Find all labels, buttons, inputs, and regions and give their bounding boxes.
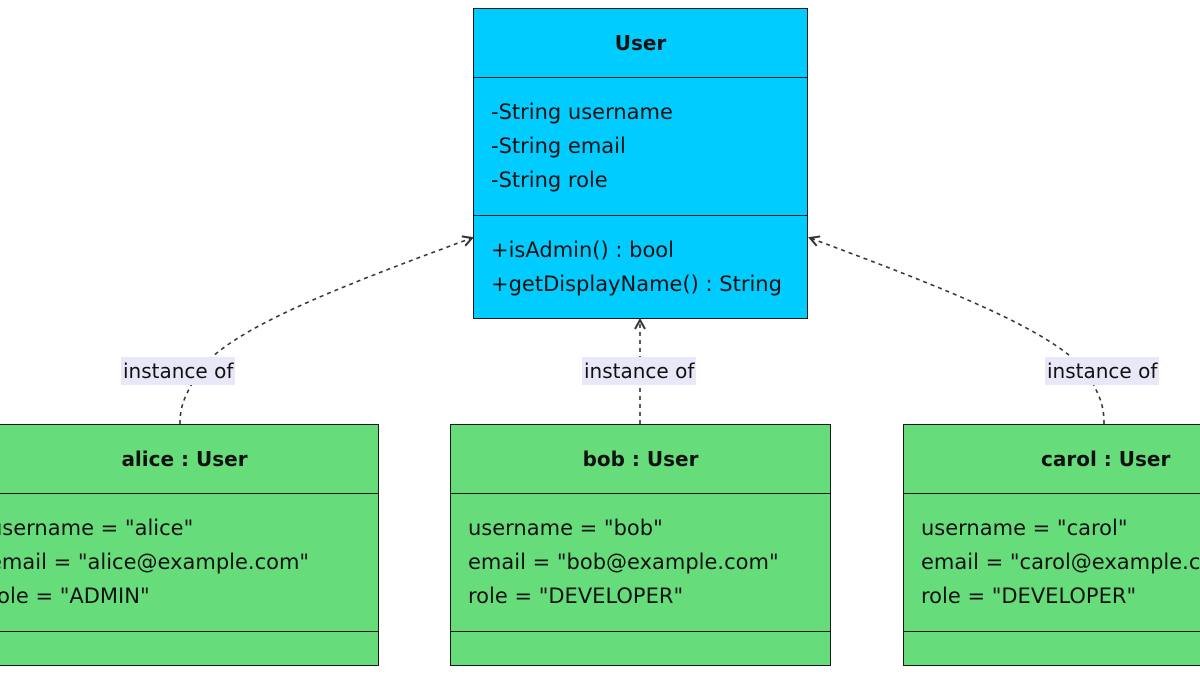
- object-fields-section: username = "carol" email = "carol@exampl…: [904, 494, 1200, 632]
- relation-label-bob: instance of: [582, 357, 697, 385]
- object-fields-section: username = "bob" email = "bob@example.co…: [451, 494, 830, 632]
- object-field: role = "DEVELOPER": [921, 584, 1137, 608]
- object-field: role = "ADMIN": [0, 584, 150, 608]
- class-box-user[interactable]: User -String username -String email -Str…: [473, 8, 808, 319]
- object-methods-section: [451, 632, 830, 665]
- object-box-alice[interactable]: alice : User username = "alice" email = …: [0, 424, 379, 666]
- object-title: alice : User: [0, 425, 378, 494]
- class-method: +getDisplayName() : String: [491, 272, 782, 296]
- class-attribute: -String email: [491, 134, 626, 158]
- class-attributes-section: -String username -String email -String r…: [474, 78, 807, 216]
- object-field: email = "carol@example.com": [921, 550, 1200, 574]
- object-field: username = "bob": [468, 516, 663, 540]
- relation-label-alice: instance of: [121, 357, 236, 385]
- object-field: username = "alice": [0, 516, 194, 540]
- object-field: email = "alice@example.com": [0, 550, 310, 574]
- object-title: bob : User: [451, 425, 830, 494]
- object-field: email = "bob@example.com": [468, 550, 779, 574]
- relation-line-carol: [810, 238, 1105, 425]
- object-box-carol[interactable]: carol : User username = "carol" email = …: [903, 424, 1200, 666]
- class-attribute: -String username: [491, 100, 673, 124]
- class-methods-section: +isAdmin() : bool +getDisplayName() : St…: [474, 216, 807, 318]
- object-methods-section: [0, 632, 378, 665]
- object-methods-section: [904, 632, 1200, 665]
- class-method: +isAdmin() : bool: [491, 238, 674, 262]
- relation-line-alice: [179, 238, 472, 425]
- object-field: role = "DEVELOPER": [468, 584, 684, 608]
- object-fields-section: username = "alice" email = "alice@exampl…: [0, 494, 378, 632]
- object-title: carol : User: [904, 425, 1200, 494]
- object-field: username = "carol": [921, 516, 1128, 540]
- class-attribute: -String role: [491, 168, 608, 192]
- relation-label-carol: instance of: [1045, 357, 1160, 385]
- class-name: User: [474, 9, 807, 78]
- object-box-bob[interactable]: bob : User username = "bob" email = "bob…: [450, 424, 831, 666]
